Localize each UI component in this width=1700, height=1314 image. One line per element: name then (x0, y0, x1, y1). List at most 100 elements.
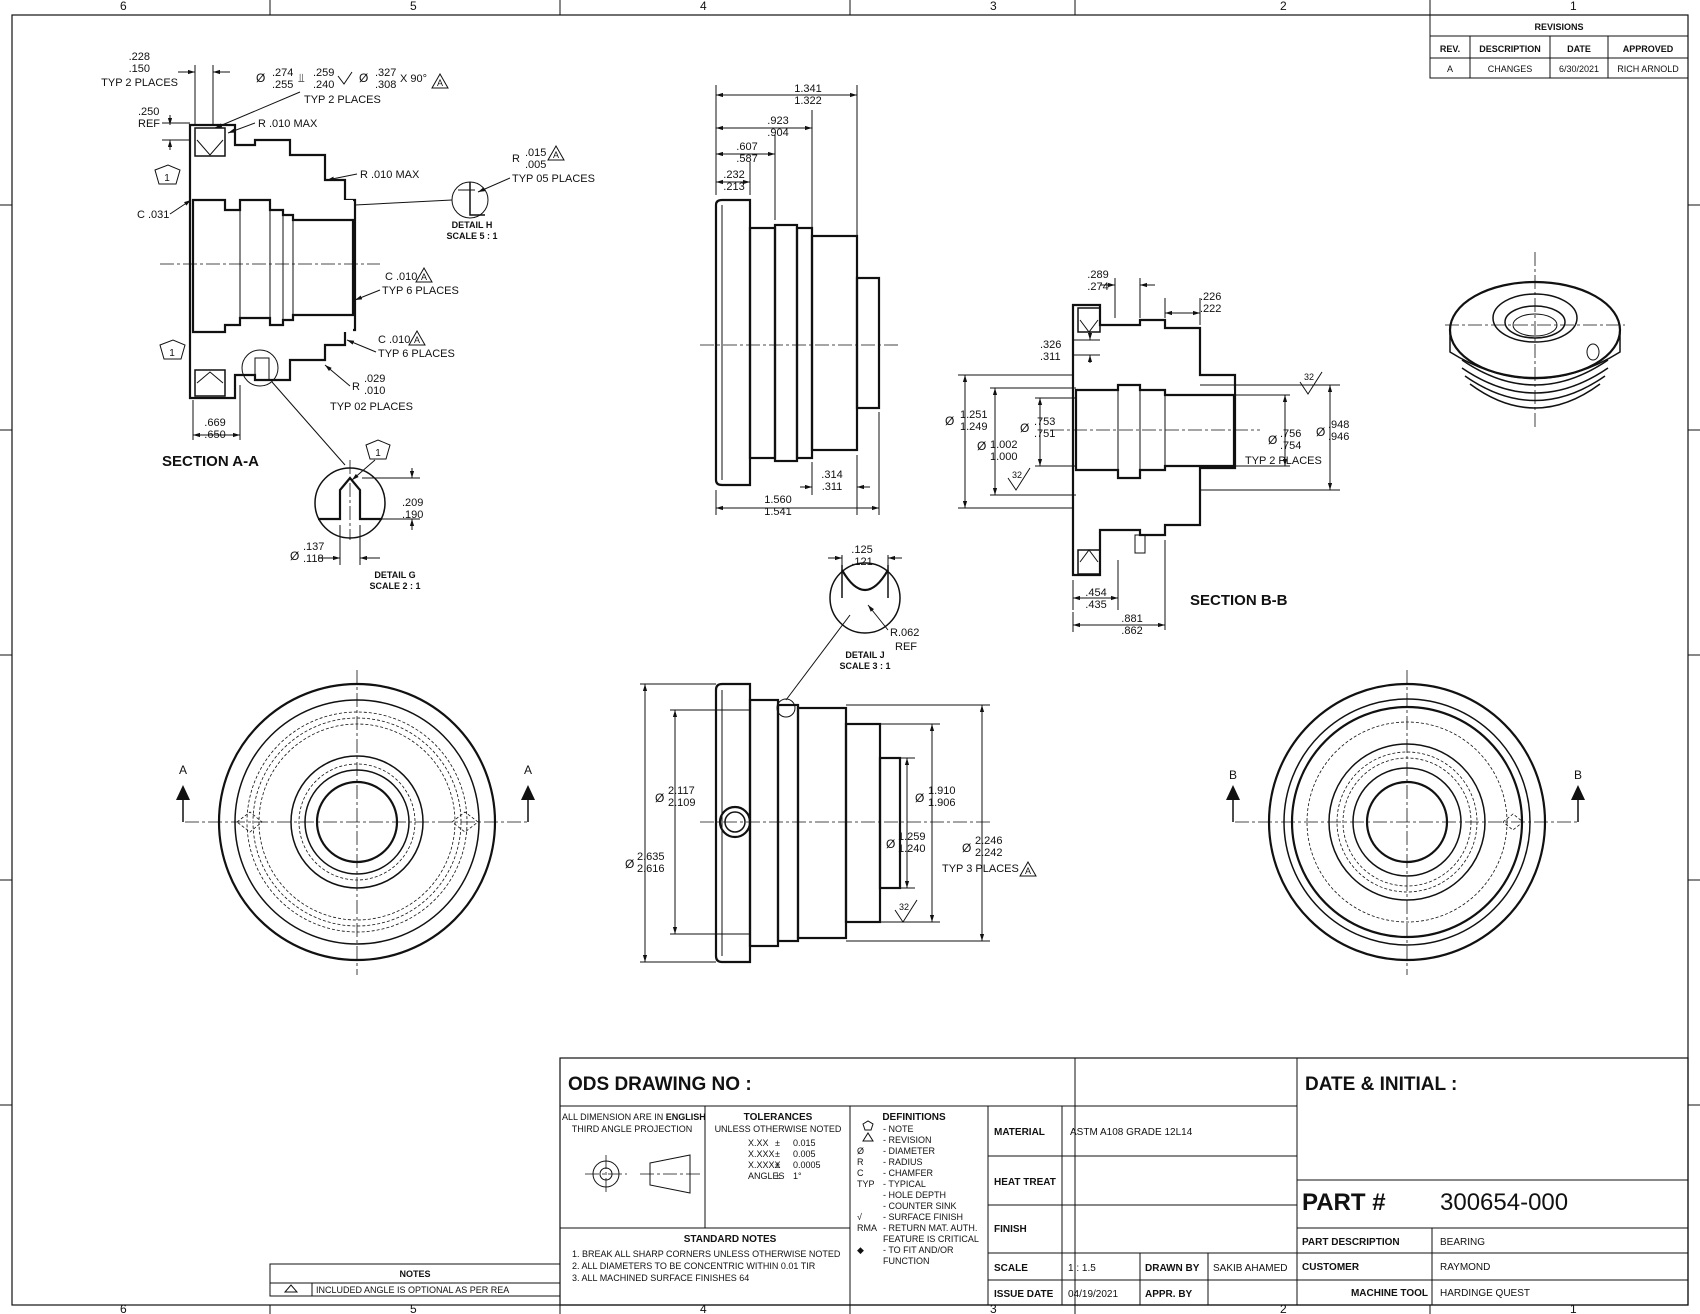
bb-dim-326: .326 (1040, 339, 1061, 351)
aa-dim-ref: REF (138, 118, 160, 130)
aa-dim-274: .274 (272, 67, 293, 79)
detail-j-ref: REF (895, 641, 917, 653)
units-line1: ALL DIMENSION ARE IN ENGLISH (562, 1112, 706, 1122)
tolerance-cell: ANGLES (748, 1171, 785, 1181)
scale-value: 1 : 1.5 (1068, 1263, 1096, 1274)
note-tag-1-g: 1 (375, 448, 381, 459)
aa-dim-typ6-1: TYP 6 PLACES (382, 285, 459, 297)
side-dim-923: .923 (767, 115, 788, 127)
tolerance-cell: ± (775, 1171, 780, 1181)
bb-dim-1251: 1.251 (960, 409, 988, 421)
rev-cell-rev: A (1447, 64, 1453, 74)
bb-dim-289: .289 (1087, 269, 1108, 281)
front-finish-32: 32 (899, 902, 909, 912)
section-aa-title: SECTION A-A (162, 453, 259, 470)
side-dim-1341: 1.341 (794, 83, 822, 95)
tolerances-sub: UNLESS OTHERWISE NOTED (715, 1124, 842, 1134)
detail-j-121: .121 (851, 556, 872, 568)
standard-notes-title: STANDARD NOTES (684, 1234, 777, 1245)
bb-dim-1002: 1.002 (990, 439, 1018, 451)
notes-table: NOTES INCLUDED ANGLE IS OPTIONAL AS PER … (269, 1263, 561, 1297)
rev-tag-aa-2: A (421, 272, 427, 282)
bb-dim-311: .311 (1040, 351, 1061, 363)
section-aa-view: 1 1 .228 .150 TYP 2 PLACES Ø .274 .255 ⫫… (101, 51, 489, 470)
svg-text:Ø: Ø (290, 549, 299, 563)
detail-h-typ05: TYP 05 PLACES (512, 173, 595, 185)
aa-dim-150: .150 (129, 63, 150, 75)
side-dim-1560: 1.560 (764, 494, 792, 506)
aa-dim-240: .240 (313, 79, 334, 91)
detail-g-view: 1 .209 .190 Ø .137 .118 DETAIL G SCALE 2… (290, 439, 423, 591)
rev-tag-aa-1: A (437, 78, 443, 88)
definition-symbol: Ø (857, 1146, 864, 1156)
rev-header-rev: REV. (1440, 44, 1460, 54)
detail-j-title: DETAIL J (845, 650, 884, 660)
tolerance-cell: ± (775, 1149, 780, 1159)
svg-text:Ø: Ø (655, 791, 664, 805)
detail-g-scale: SCALE 2 : 1 (369, 581, 420, 591)
aa-dim-255: .255 (272, 79, 293, 91)
front-dim-1240: 1.240 (898, 843, 926, 855)
machine-tool-label: MACHINE TOOL (1351, 1288, 1428, 1299)
aa-dim-010b: .010 (364, 385, 385, 397)
bb-dim-862: .862 (1121, 625, 1142, 637)
aa-dim-typ6-2: TYP 6 PLACES (378, 348, 455, 360)
end-view-right: B B (1226, 670, 1585, 975)
definition-text: FEATURE IS CRITICAL (883, 1234, 979, 1244)
drawn-by-value: SAKIB AHAMED (1213, 1263, 1287, 1274)
front-dim-2635: 2.635 (637, 851, 665, 863)
svg-text:Ø: Ø (625, 857, 634, 871)
detail-h-005: .005 (525, 159, 546, 171)
detail-j-r062: R.062 (890, 627, 919, 639)
front-dim-typ3: TYP 3 PLACES (942, 863, 1019, 875)
part-desc-label: PART DESCRIPTION (1302, 1237, 1400, 1248)
detail-h-scale: SCALE 5 : 1 (446, 231, 497, 241)
aa-dim-c010-1: C .010 (385, 271, 417, 283)
front-dim-2616: 2.616 (637, 863, 665, 875)
side-dim-314: .314 (821, 469, 842, 481)
bb-finish-32-b: 32 (1304, 372, 1314, 382)
tolerance-cell: ± (775, 1160, 780, 1170)
front-dim-2117: 2.117 (668, 785, 695, 797)
definition-text: - SURFACE FINISH (883, 1212, 963, 1222)
appr-by-label: APPR. BY (1145, 1289, 1193, 1300)
definition-text: - DIAMETER (883, 1146, 936, 1156)
tolerances-title: TOLERANCES (744, 1112, 813, 1123)
scale-label: SCALE (994, 1263, 1028, 1274)
standard-note-1: 1. BREAK ALL SHARP CORNERS UNLESS OTHERW… (572, 1249, 841, 1259)
zone-top-6: 6 (120, 0, 127, 13)
front-dim-1910: 1.910 (928, 785, 956, 797)
note-tag-1-aa-top: 1 (164, 173, 170, 184)
zone-bottom-5: 5 (410, 1302, 417, 1314)
aa-dim-typ2b: TYP 2 PLACES (304, 94, 381, 106)
rev-cell-approved: RICH ARNOLD (1617, 64, 1679, 74)
tolerance-cell: ± (775, 1138, 780, 1148)
tolerance-cell: 1° (793, 1171, 802, 1181)
definition-text: - CHAMFER (883, 1168, 933, 1178)
svg-text:Ø: Ø (886, 837, 895, 851)
aa-dim-r: R (352, 381, 360, 393)
bb-dim-1000: 1.000 (990, 451, 1018, 463)
bb-dim-753: .753 (1034, 416, 1055, 428)
detail-h-title: DETAIL H (452, 220, 493, 230)
definition-symbol: RMA (857, 1223, 877, 1233)
zone-top-1: 1 (1570, 0, 1577, 13)
definition-symbol: C (857, 1168, 864, 1178)
bb-dim-435: .435 (1085, 599, 1106, 611)
definition-text: - REVISION (883, 1135, 932, 1145)
svg-text:Ø: Ø (977, 439, 986, 453)
section-mark-a-right: A (524, 763, 532, 777)
title-block: ODS DRAWING NO : DATE & INITIAL : ALL DI… (559, 1057, 1689, 1306)
bb-dim-948: .948 (1328, 419, 1349, 431)
drawn-by-label: DRAWN BY (1145, 1263, 1200, 1274)
rev-header-description: DESCRIPTION (1479, 44, 1541, 54)
svg-text:Ø: Ø (359, 71, 368, 85)
bb-dim-754: .754 (1280, 440, 1301, 452)
side-dim-607: .607 (736, 141, 757, 153)
front-dim-2246: 2.246 (975, 835, 1003, 847)
note-tag-1-aa-bottom: 1 (169, 348, 175, 359)
detail-g-137: .137 (303, 541, 324, 553)
section-mark-b-right: B (1574, 768, 1582, 782)
svg-text:Ø: Ø (256, 71, 265, 85)
heat-treat-label: HEAT TREAT (994, 1177, 1056, 1188)
